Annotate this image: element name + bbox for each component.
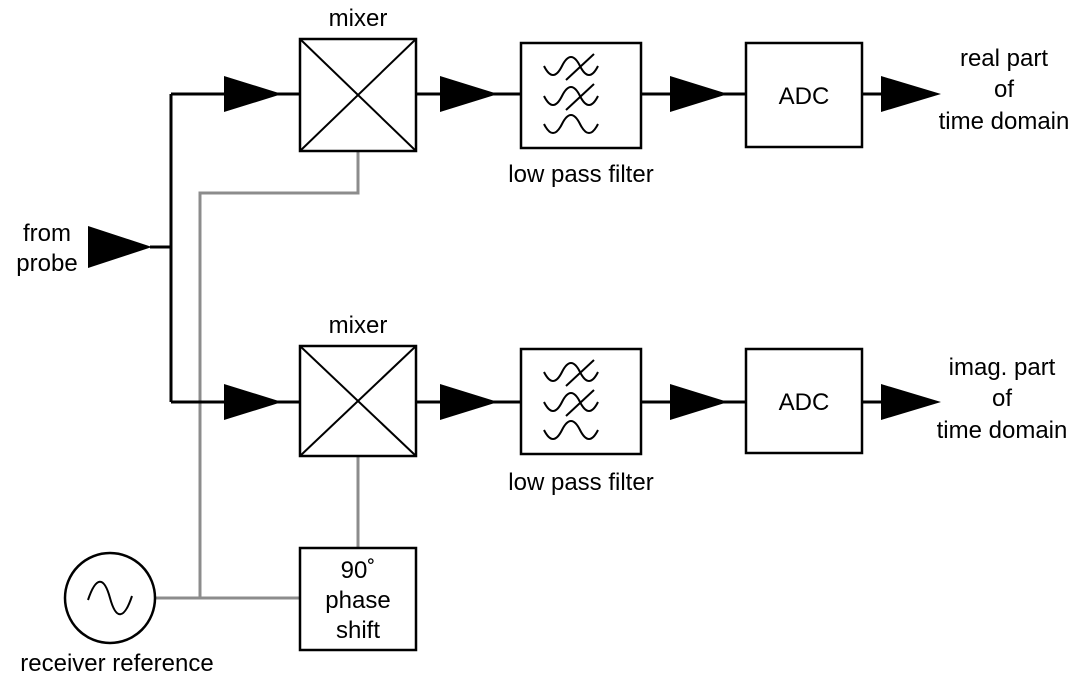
mixer-top: mixer [298, 5, 418, 153]
reference-to-top-mixer-line [156, 151, 360, 600]
bottom-mixer-input-arrow [224, 384, 282, 420]
mixer-top-label: mixer [329, 5, 388, 32]
filter-wave-cut [543, 392, 599, 412]
sine-wave-icon [87, 580, 133, 616]
adc-top: ADC [744, 41, 864, 149]
filter-bottom: low pass filter [508, 347, 654, 496]
mixer-top-cross [299, 38, 417, 152]
mixer-bottom-label: mixer [329, 312, 388, 339]
phase-shift-label-line: 90˚ [341, 557, 376, 584]
phase-shift-label-line: shift [336, 617, 380, 644]
filter-wave-cut [543, 56, 599, 76]
filter-wave-slash [565, 359, 595, 387]
top-filter-input-arrow [440, 76, 498, 112]
real-output-label-line: time domain [939, 108, 1068, 135]
top-mixer-input-arrow [224, 76, 282, 112]
real-output-arrow [881, 76, 941, 112]
receiver-reference-oscillator: receiver reference [20, 551, 214, 677]
phase-shift-label-line: phase [325, 587, 390, 614]
reference-wiring [156, 151, 360, 600]
input-label-line: probe [16, 250, 77, 277]
filter-top: low pass filter [508, 41, 654, 188]
filter-wave-slash [565, 83, 595, 111]
filter-top-label: low pass filter [508, 161, 653, 188]
adc-top-label: ADC [779, 83, 830, 110]
input-label: from probe [16, 220, 77, 277]
imag-output-label-line: imag. part [949, 354, 1056, 381]
real-output-label-line: of [994, 76, 1014, 103]
imag-output-arrow [881, 384, 941, 420]
imag-output-label-line: of [992, 385, 1012, 412]
adc-top-box [744, 41, 864, 149]
filter-wave-cut [543, 86, 599, 106]
real-output-label-line: real part [960, 45, 1048, 72]
input-arrow [88, 226, 152, 268]
input-label-line: from [23, 220, 71, 247]
top-adc-input-arrow [670, 76, 728, 112]
adc-bottom-box [744, 347, 864, 455]
mixer-bottom: mixer [298, 312, 418, 458]
filter-wave-pass [543, 420, 599, 440]
imag-output-label: imag. part of time domain [937, 354, 1068, 444]
arrowheads [88, 76, 941, 420]
filter-wave-slash [565, 53, 595, 81]
phase-shift-box [298, 546, 418, 652]
phase-shift-block: 90˚ phase shift [298, 546, 418, 652]
imag-output-label-line: time domain [937, 417, 1068, 444]
filter-wave-slash [565, 389, 595, 417]
receiver-reference-label: receiver reference [20, 650, 213, 677]
adc-bottom-label: ADC [779, 389, 830, 416]
mixer-bottom-cross [299, 345, 417, 457]
adc-bottom: ADC [744, 347, 864, 455]
filter-bottom-label: low pass filter [508, 469, 653, 496]
real-output-label: real part of time domain [939, 45, 1068, 135]
bottom-filter-input-arrow [440, 384, 498, 420]
filter-wave-pass [543, 114, 599, 134]
filter-wave-cut [543, 362, 599, 382]
bottom-adc-input-arrow [670, 384, 728, 420]
